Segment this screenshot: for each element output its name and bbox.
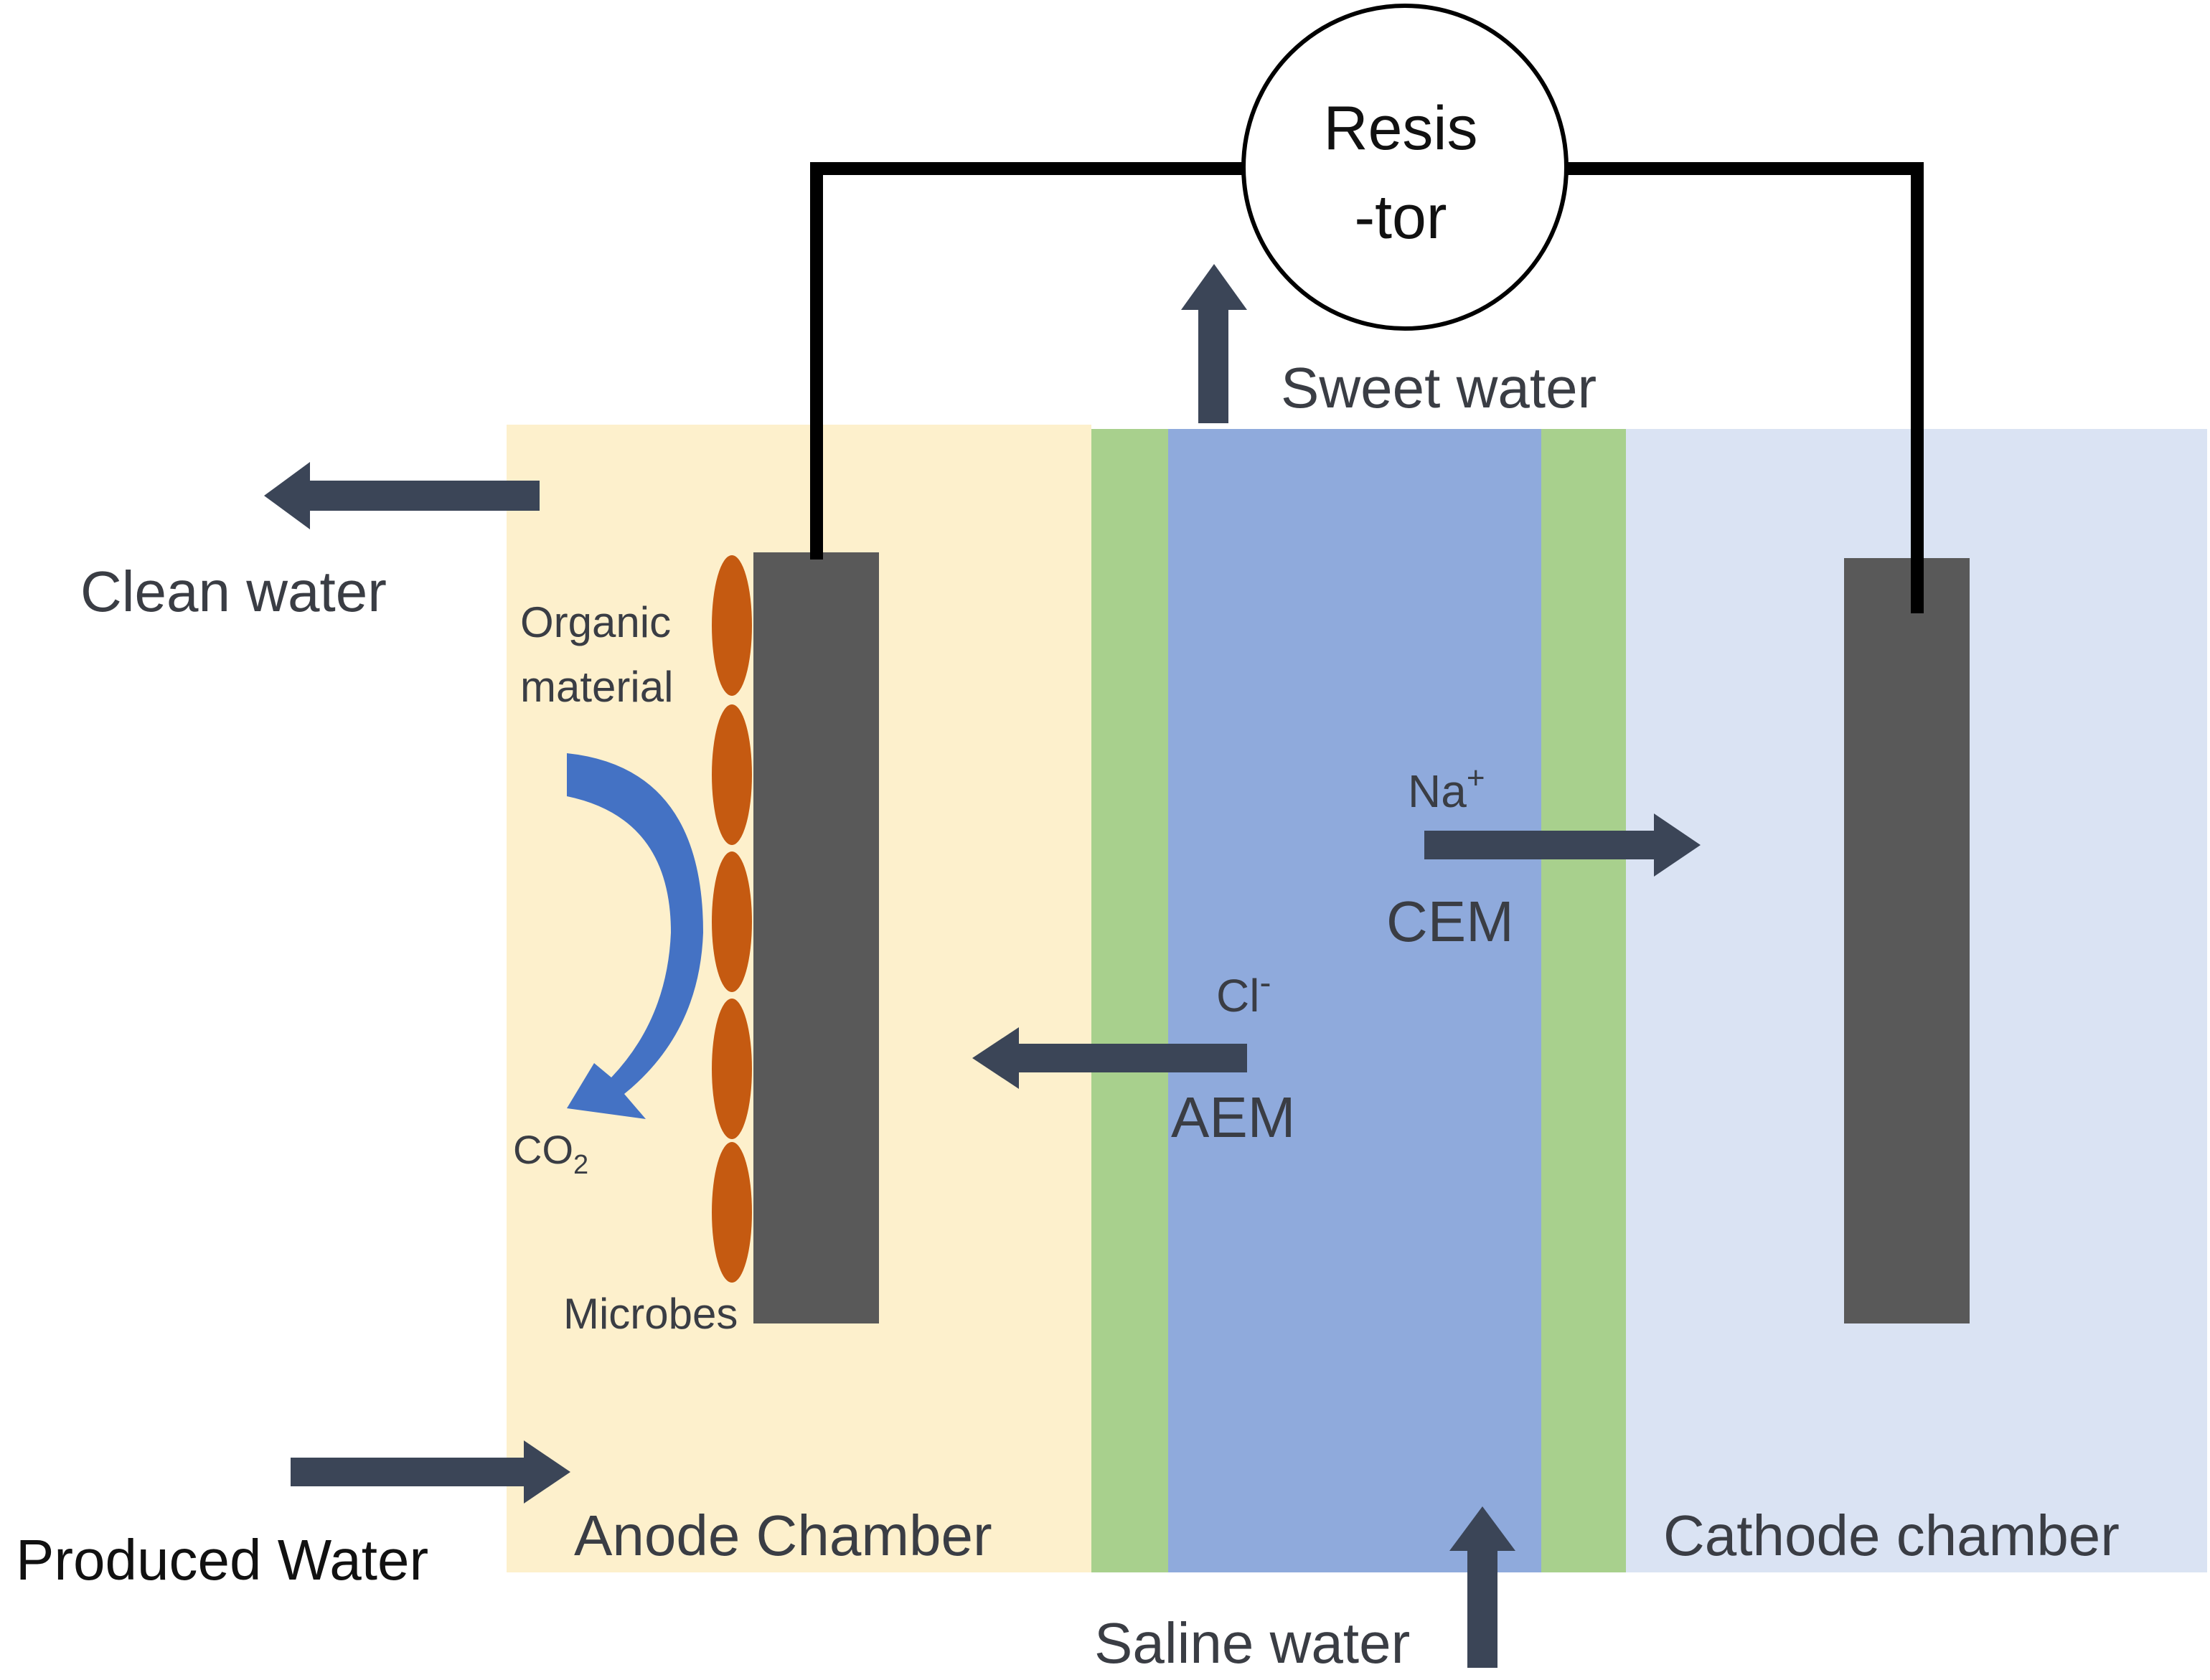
organic-material-label: material: [520, 663, 673, 711]
chloride-ion-label: Cl-: [1216, 964, 1271, 1021]
cathode-electrode: [1844, 558, 1970, 1323]
chloride-base: Cl: [1216, 970, 1259, 1021]
microbe: [712, 704, 752, 845]
chloride-superscript: -: [1259, 964, 1271, 1002]
circuit-wire: [810, 162, 1249, 560]
chloride-ion-arrow: [972, 1027, 1247, 1089]
sweet-water-arrow: [1181, 264, 1247, 423]
saline-channel: [1168, 429, 1541, 1572]
microbe: [712, 999, 752, 1139]
microbe: [712, 851, 752, 992]
sodium-ion-label: Na+: [1408, 760, 1485, 817]
saline-water-label: Saline water: [1094, 1611, 1410, 1675]
microbe: [712, 1142, 752, 1283]
arrows: [264, 264, 1701, 1668]
cation-exchange-membrane: [1541, 429, 1626, 1572]
anode-chamber-label: Anode Chamber: [574, 1504, 992, 1567]
anode-electrode: [753, 552, 879, 1323]
organic-material-label: Organic: [520, 598, 671, 646]
microbe: [712, 555, 752, 696]
co2-curved-arrow: [567, 753, 703, 1119]
resistor: [1241, 4, 1569, 331]
produced-water-label: Produced Water: [16, 1528, 428, 1592]
co2-base: CO: [513, 1127, 573, 1172]
circuit-wire: [1563, 162, 1924, 613]
cathode-chamber-label: Cathode chamber: [1663, 1504, 2120, 1567]
saline-water-arrow: [1449, 1506, 1515, 1668]
sodium-superscript: +: [1467, 760, 1485, 796]
microbes-label: Microbes: [563, 1290, 738, 1338]
resistor-label: Resis: [1323, 94, 1477, 163]
microbes-cluster: [712, 555, 752, 1283]
clean-water-label: Clean water: [80, 560, 387, 623]
sodium-ion-arrow: [1424, 813, 1701, 877]
anion-exchange-membrane: [1091, 429, 1168, 1572]
co2-label: CO2: [513, 1127, 588, 1180]
resistor-label: -tor: [1355, 183, 1447, 252]
co2-subscript: 2: [573, 1150, 588, 1180]
aem-label: AEM: [1171, 1085, 1295, 1149]
sodium-base: Na: [1408, 765, 1467, 817]
cem-label: CEM: [1386, 889, 1514, 953]
sweet-water-label: Sweet water: [1281, 356, 1597, 420]
clean-water-arrow: [264, 462, 540, 529]
produced-water-arrow: [291, 1440, 570, 1504]
